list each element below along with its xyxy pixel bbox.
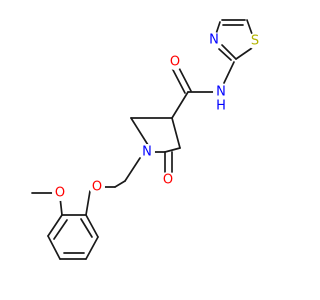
bond-benzene-double (80, 218, 93, 238)
atom-amide-nitrogen: N (213, 84, 229, 100)
atom-lactam-oxygen: O (160, 172, 176, 188)
atom-thiazole-nitrogen: N (206, 32, 222, 48)
atom-label: N (216, 85, 226, 100)
bond-benzene (47, 235, 61, 260)
bond-amide-thiazole (223, 61, 235, 84)
bond-chain (114, 180, 126, 188)
atom-label: O (163, 173, 173, 188)
atom-thiazole-sulfur: S (247, 33, 263, 49)
bond-ether-aryl (85, 190, 91, 216)
atom-label: O (92, 180, 102, 195)
atom-carbonyl-oxygen: O (167, 54, 183, 70)
atom-label: H (216, 99, 226, 114)
bond-thiazole (221, 44, 237, 60)
atom-label: O (55, 186, 65, 201)
atom-amide-hydrogen: H (216, 99, 226, 114)
bond-carbonyl-double (177, 65, 192, 92)
atom-lactam-nitrogen: N (139, 144, 155, 160)
atom-label: O (170, 55, 180, 70)
atom-label: N (142, 145, 152, 160)
atom-label: S (251, 34, 259, 49)
bonds (31, 19, 253, 260)
molecule-structure-canvas: O N H N S N O O O (31, 19, 263, 260)
atoms: O N H N S N O O O (52, 32, 263, 201)
bond-benzene (85, 214, 99, 238)
bond-carbonyl-double (171, 67, 186, 94)
bond-benzene-double (53, 219, 68, 240)
bond-pyrrolidine (171, 117, 181, 149)
bond-thiazole (246, 19, 253, 35)
atom-ether-oxygen: O (89, 179, 105, 195)
bond-pyrrolidine (164, 147, 181, 153)
bond-carbonyl-ring (171, 91, 189, 119)
bond-thiazole (235, 47, 253, 60)
bond-thiazole-double (218, 48, 232, 61)
atom-label: N (209, 33, 219, 48)
bond-pyrrolidine (130, 117, 149, 146)
bond-benzene (85, 236, 99, 260)
atom-methoxy-oxygen: O (52, 185, 68, 201)
bond-chain (124, 157, 141, 182)
bond-benzene (47, 214, 63, 237)
